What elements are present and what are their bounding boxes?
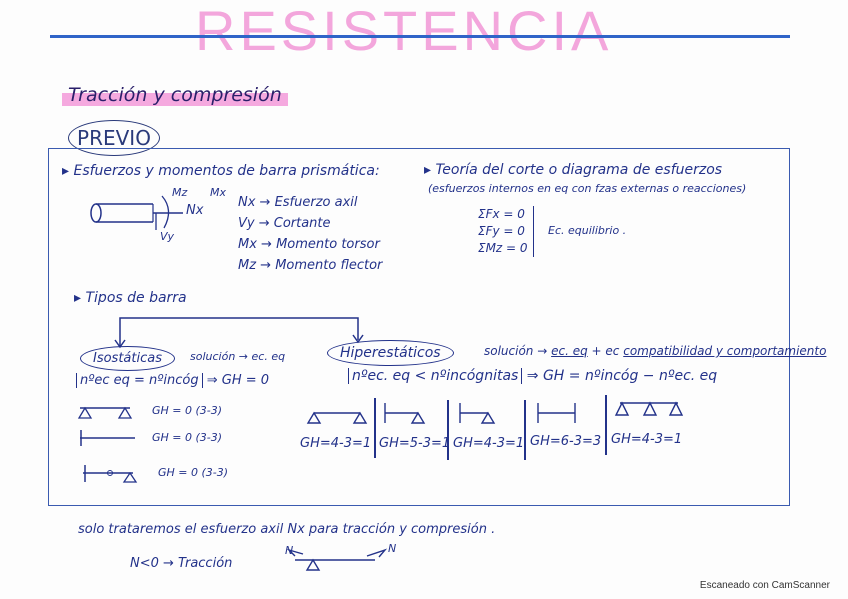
left-heading: ▸ Esfuerzos y momentos de barra prismáti… [62,163,380,179]
isostatic-solution: solución → ec. eq [190,350,286,363]
branch-arrows [114,317,364,349]
definition: Mz → Momento flector [238,258,383,273]
definition: Vy → Cortante [238,216,331,231]
hyperstatic-result: ⇒ GH = nºincóg − nºec. eq [526,368,718,384]
label-mx: Mx [210,186,227,199]
prismatic-bar-diagram [90,195,183,230]
axial-note: solo trataremos el esfuerzo axil Nx para… [78,522,496,537]
notes-frame [48,148,790,506]
bar-types-heading-text: Tipos de barra [85,290,187,306]
traction-bar-diagram [286,548,388,571]
solution-eq: ec. eq [551,344,588,358]
title-underline [50,35,790,38]
hyperstatic-condition-text: nºec. eq < nºincógnitas [348,368,523,384]
bar-types-heading: ▸ Tipos de barra [74,290,187,306]
divider [447,400,449,460]
hyperstatic-case: GH=4-3=1 [453,436,525,451]
hyperstatic-label: Hiperestáticos [327,340,454,366]
definition: Nx → Esfuerzo axil [238,195,358,210]
right-heading-text: Teoría del corte o diagrama de esfuerzos [435,162,723,178]
equilibrium-label: Ec. equilibrio . [548,224,627,237]
isostatic-condition: nºec eq = nºincóg ⇒ GH = 0 [76,373,269,388]
hyperstatic-case: GH=4-3=1 [611,432,683,447]
page-title: RESISTENCIA [195,0,613,62]
solution-compat: compatibilidad y comportamiento [623,344,827,358]
hyperstatic-case: GH=4-3=1 [300,436,372,451]
isostatic-result: ⇒ GH = 0 [206,373,270,388]
divider [374,398,376,458]
equation: ΣFy = 0 [478,224,525,238]
divider [524,400,526,460]
left-heading-text: Esfuerzos y momentos de barra prismática… [73,163,380,179]
solution-prefix: solución → [484,344,548,358]
traction-note: N<0 → Tracción [130,556,233,571]
right-heading: ▸ Teoría del corte o diagrama de esfuerz… [424,162,723,178]
solution-plus: + ec [591,344,620,358]
isostatic-case: GH = 0 (3-3) [152,431,223,444]
hyperstatic-case: GH=6-3=3 [530,434,602,449]
divider [605,395,607,455]
camscanner-watermark: Escaneado con CamScanner [699,580,830,591]
hyperstatic-condition: nºec. eq < nºincógnitas ⇒ GH = nºincóg −… [348,368,717,384]
label-vy: Vy [160,230,175,243]
isostatic-support-diagrams [77,406,138,483]
previo-label: PREVIO [68,120,160,156]
hyperstatic-case: GH=5-3=1 [379,436,451,451]
n-label-right: N [388,542,397,555]
isostatic-case: GH = 0 (3-3) [152,404,223,417]
label-nx: Nx [186,203,204,218]
definition: Mx → Momento torsor [238,237,380,252]
right-note: (esfuerzos internos en eq con fzas exter… [428,182,747,195]
hyperstatic-support-diagrams [306,401,684,424]
isostatic-condition-text: nºec eq = nºincóg [76,373,203,388]
label-mz: Mz [172,186,188,199]
isostatic-label: Isostáticas [80,346,175,371]
equation: ΣMz = 0 [478,241,528,255]
isostatic-case: GH = 0 (3-3) [158,466,229,479]
hyperstatic-solution: solución → ec. eq + ec compatibilidad y … [484,344,826,358]
equation: ΣFx = 0 [478,207,525,221]
section-subtitle: Tracción y compresión [62,84,288,106]
